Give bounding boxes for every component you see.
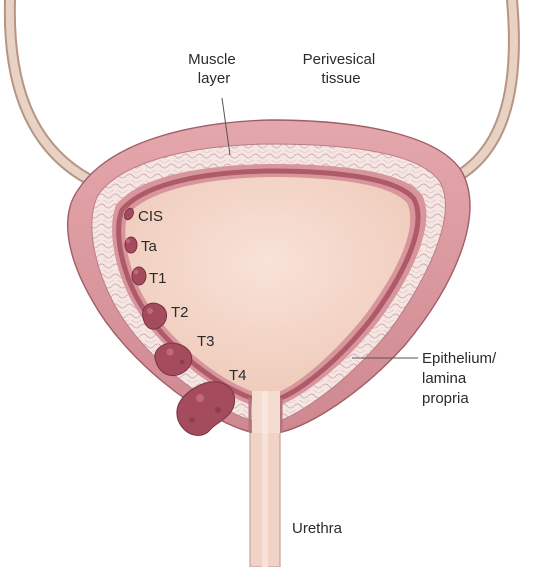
muscle-layer-label: Muscle layer	[188, 51, 240, 87]
stage-label-t1: T1	[149, 270, 167, 287]
urethra-label: Urethra	[292, 520, 343, 537]
tumor-ta	[125, 237, 137, 253]
right-ureter-fill	[440, 0, 514, 185]
perivesical-tissue-label: Perivesical tissue	[303, 51, 380, 87]
stage-label-cis: CIS	[138, 208, 163, 225]
left-ureter-fill	[10, 0, 100, 185]
stage-label-t2: T2	[171, 304, 189, 321]
epithelium-label: Epithelium/ lamina propria	[422, 350, 500, 407]
tumor-t1	[132, 267, 146, 285]
stage-label-t4: T4	[229, 367, 247, 384]
tumor-t2	[143, 303, 167, 329]
stage-label-ta: Ta	[141, 238, 158, 255]
stage-label-t3: T3	[197, 333, 215, 350]
